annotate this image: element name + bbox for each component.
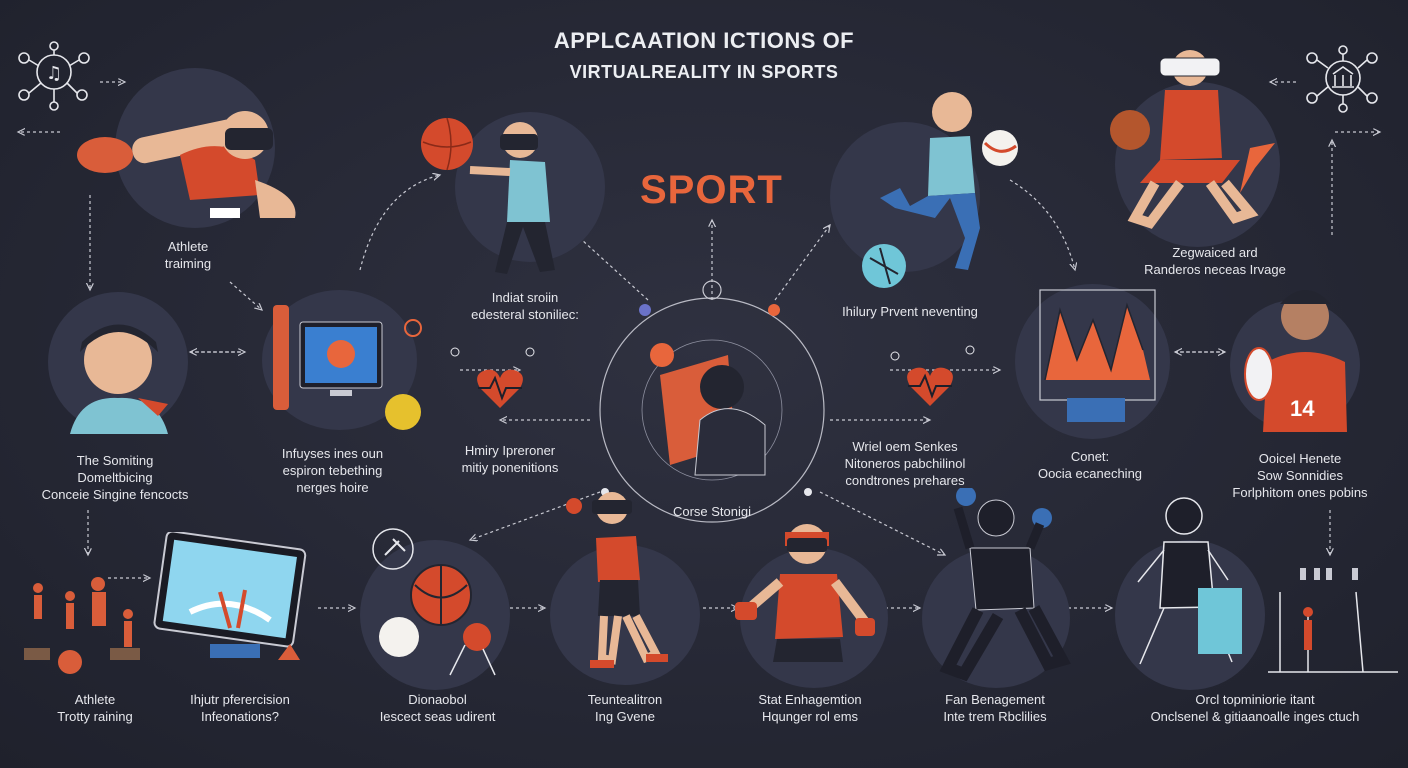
center-headline: SPORT	[640, 168, 783, 212]
heart-rate-icon-right	[907, 367, 953, 406]
vr-basketball-illustration	[1110, 50, 1275, 229]
vr-player-illustration	[566, 492, 668, 668]
monitor-icon	[153, 532, 307, 660]
chart-icon	[1039, 289, 1156, 422]
monitor-training-illustration	[273, 305, 422, 430]
athlete-figures-illustration	[24, 577, 140, 674]
center-caption: Corse Stonigi	[672, 504, 752, 519]
page-title: APPLCAATION ICTIONS OF	[553, 28, 855, 53]
boxer-illustration	[735, 524, 875, 662]
svg-text:♫: ♫	[46, 63, 62, 84]
vr-fighter-illustration	[939, 488, 1071, 682]
center-vr-illustration	[650, 343, 766, 476]
label-conet: Conet:Oocia ecaneching	[1037, 449, 1143, 481]
athlete-portrait-illustration	[70, 324, 168, 434]
svg-text:14: 14	[1290, 396, 1315, 421]
music-network-icon: ♫	[18, 41, 90, 111]
volleyball-player-illustration	[862, 92, 1018, 288]
label-injury-prevent: Ihilury Prvent neventing	[842, 304, 978, 319]
soccer-ball-icon	[372, 528, 496, 676]
bank-network-icon	[1306, 45, 1378, 113]
goalkeeper-illustration	[1137, 497, 1242, 665]
page-subtitle: VIRTUALREALITY IN SPORTS	[569, 62, 839, 82]
athlete-training-illustration	[77, 111, 296, 218]
basketball-player-illustration	[421, 117, 555, 274]
stadium-scene-illustration	[1268, 568, 1398, 673]
rugby-player-illustration: 14	[1244, 290, 1347, 432]
heart-rate-icon	[477, 369, 523, 408]
